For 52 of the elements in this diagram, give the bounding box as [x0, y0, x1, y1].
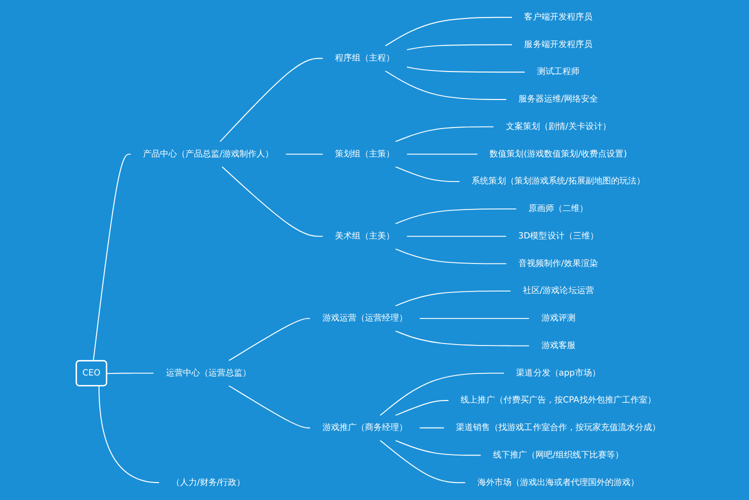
node-text: 产品中心（产品总监/游戏制作人）	[143, 149, 274, 159]
connector	[92, 154, 132, 362]
node-text: 游戏推广（商务经理）	[322, 422, 408, 432]
connector	[394, 126, 494, 142]
node-text: 社区/游戏论坛运营	[522, 286, 594, 296]
node-text: 文案策划（剧情/关卡设计）	[506, 122, 611, 132]
node-text: 原画师（二维）	[528, 204, 588, 214]
node-text: 策划组（主策）	[335, 149, 395, 159]
connector	[384, 70, 507, 100]
connector	[220, 58, 324, 142]
node-text: 3D模型设计（三维）	[518, 231, 598, 241]
node-text: 音视频制作/效果渲染	[518, 258, 598, 268]
connector	[419, 318, 530, 319]
connector	[394, 400, 450, 416]
connector	[406, 66, 526, 73]
connector	[380, 372, 505, 416]
connector	[384, 16, 513, 46]
node-text: 游戏客服	[541, 340, 576, 350]
connector	[394, 166, 460, 182]
connector	[380, 440, 466, 484]
connector	[406, 44, 513, 50]
node-text: 线下推广（网吧/组织线下比赛等）	[493, 450, 624, 460]
node-text: 海外市场（游戏出海或者代理国外的游戏）	[477, 477, 640, 488]
node-text: 美术组（主美）	[335, 231, 395, 241]
connector	[394, 248, 507, 264]
node-text: 数值策划(游戏数值策划/收费点设置)	[490, 149, 627, 159]
connector	[285, 154, 324, 155]
connector	[419, 427, 444, 428]
connector	[98, 385, 160, 484]
connector	[106, 372, 154, 374]
connector	[394, 330, 530, 346]
node-text: 运营中心（运营总监）	[166, 368, 251, 378]
connector	[406, 236, 507, 237]
node-text: 系统策划（策划游戏系统/拓展副地图的玩法）	[472, 176, 645, 186]
node-text: 客户端开发程序员	[524, 12, 592, 22]
node-text: 测试工程师	[537, 66, 580, 77]
connector	[394, 440, 482, 456]
connector	[406, 154, 478, 155]
connector	[228, 385, 311, 428]
node-text: 服务端开发程序员	[524, 40, 592, 50]
node-text: 渠道销售（找游戏工作室合作，按玩家充值流水分成）	[456, 422, 660, 432]
connector	[394, 208, 517, 224]
node-text: 游戏评测	[541, 313, 576, 323]
node-text: 游戏运营（运营经理）	[322, 313, 408, 323]
node-text: 线上推广（付费买广告，按CPA找外包推广工作室）	[460, 395, 656, 406]
connector	[394, 290, 512, 306]
node-text: （人力/财务/行政）	[171, 477, 246, 488]
connector	[228, 318, 311, 362]
connector	[221, 166, 324, 237]
node-text: 服务器运维/网络安全	[518, 94, 598, 104]
node-text: 程序组（主程）	[335, 53, 395, 63]
node-text: 渠道分发（app市场）	[516, 368, 600, 378]
